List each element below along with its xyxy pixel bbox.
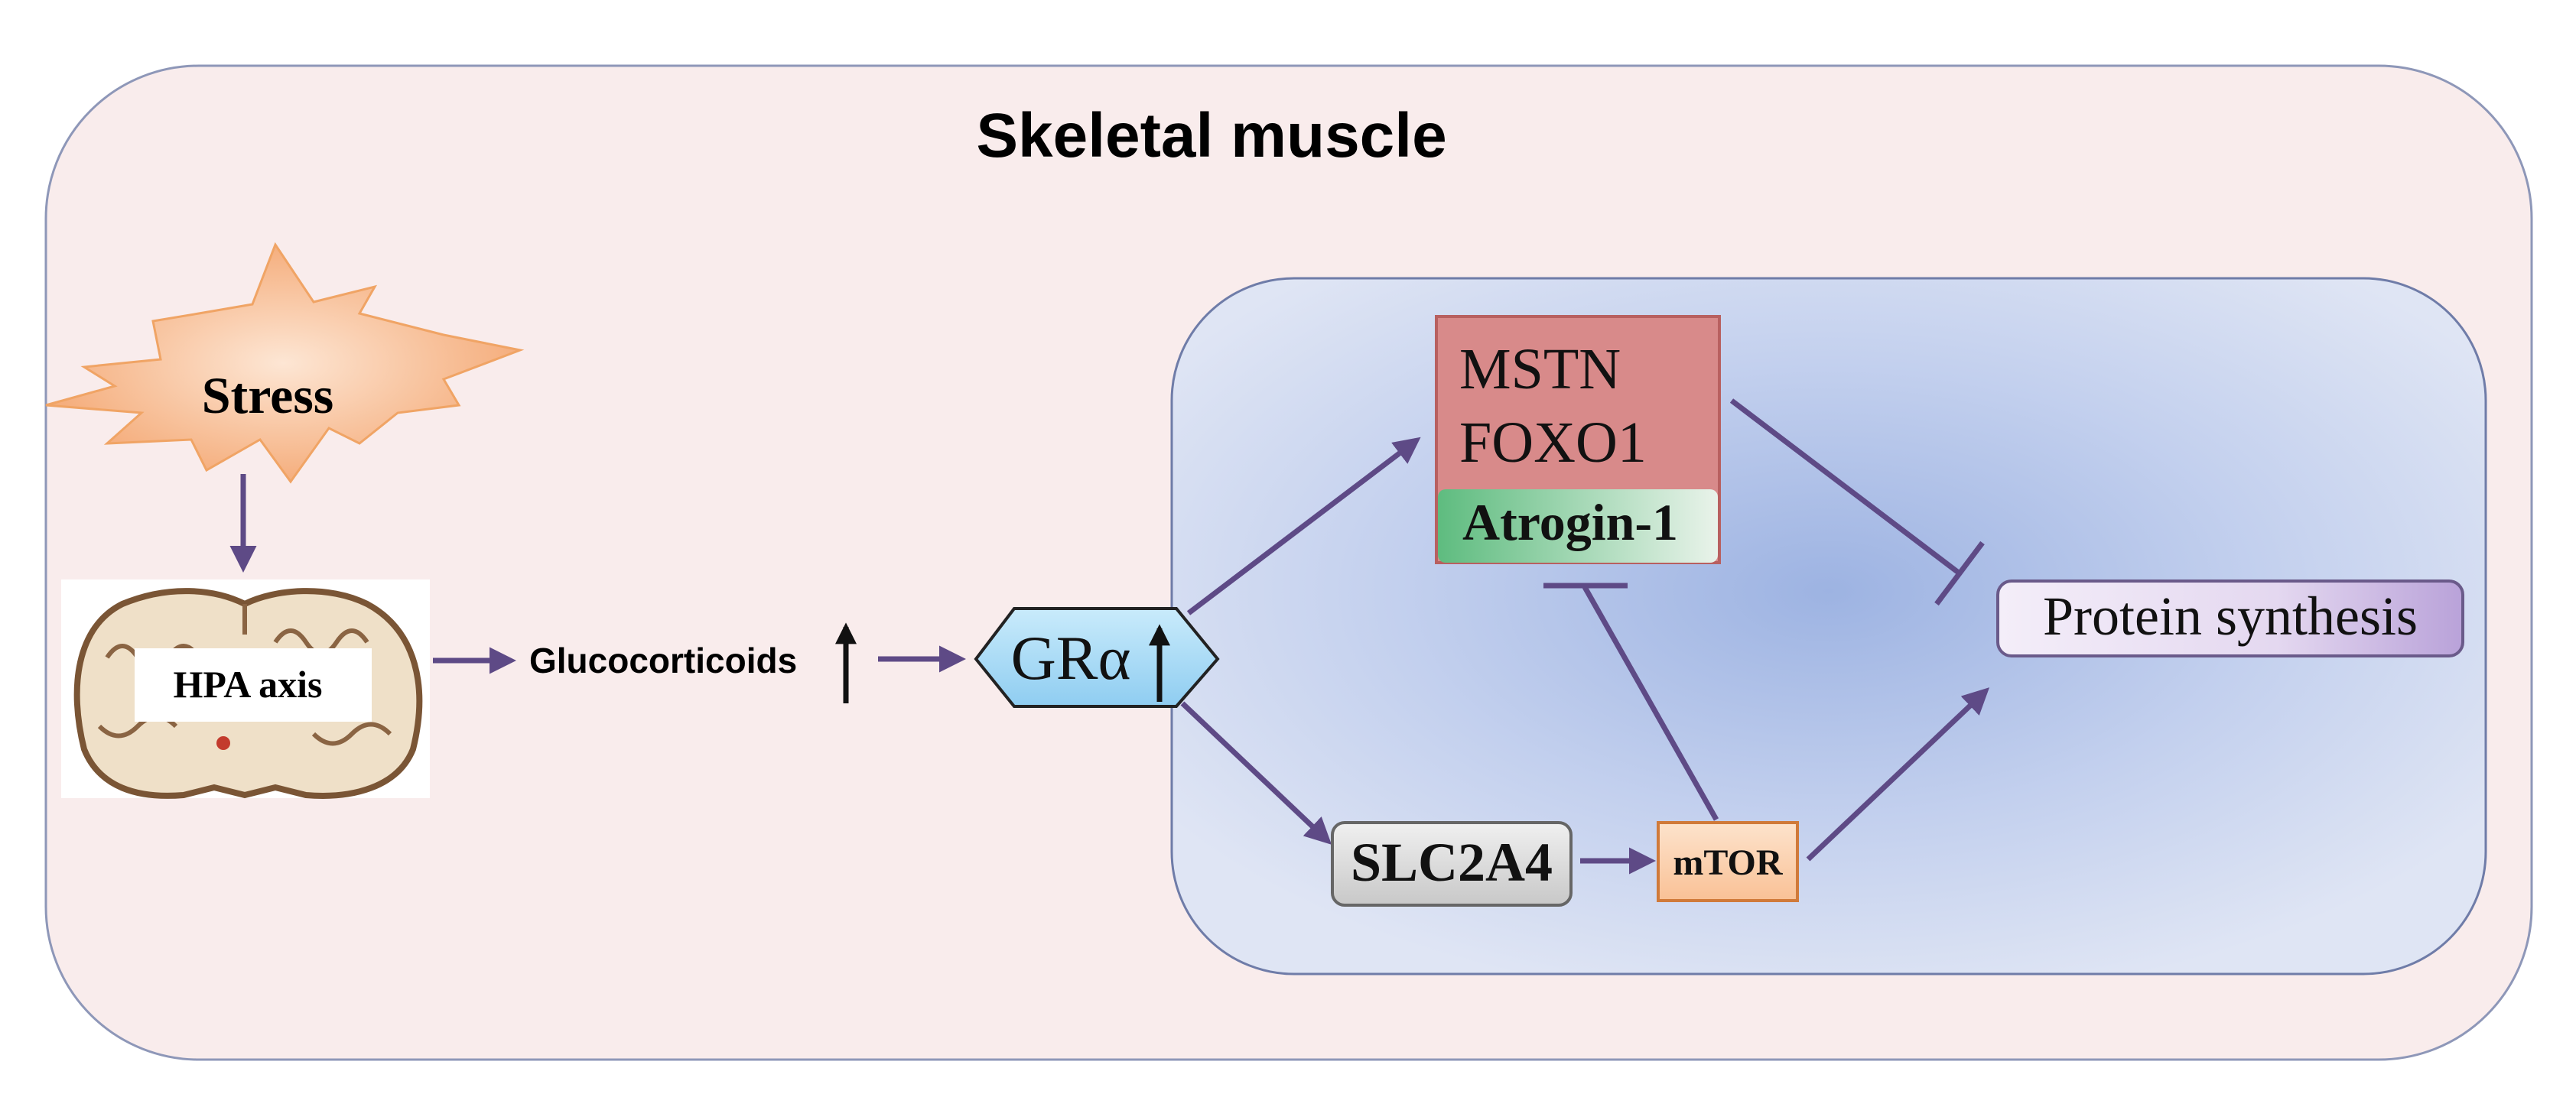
inhibit-mstn-to-protein — [1729, 398, 1962, 576]
diagram-title: Skeletal muscle — [976, 101, 1446, 170]
hpa-label-box — [135, 648, 372, 722]
slc2a4-box — [1331, 821, 1573, 907]
mtor-label: mTOR — [1673, 842, 1783, 883]
protein-synthesis-node: Protein synthesis — [1996, 579, 2464, 657]
mtor-box — [1657, 821, 1799, 902]
atrogin-band — [1438, 489, 1718, 563]
slc2a4-node: SLC2A4 — [1331, 821, 1573, 907]
gr-alpha-node: GRα — [974, 607, 1220, 708]
stress-label: Stress — [202, 366, 334, 424]
mtor-node: mTOR — [1657, 821, 1799, 902]
foxo1-label: FOXO1 — [1459, 411, 1647, 475]
arrow-gr-to-slc2a4 — [1180, 701, 1332, 845]
protein-synthesis-box — [1996, 579, 2464, 657]
brain-section-icon: HPA axis — [61, 579, 430, 799]
arrow-mtor-to-protein — [1806, 687, 1990, 862]
inhibit-bar-protein — [1934, 541, 1985, 606]
protein-synthesis-label: Protein synthesis — [2043, 586, 2418, 647]
stress-burst-shape — [45, 242, 525, 484]
arrow-gr-to-mstn — [1186, 437, 1421, 615]
hpa-axis-label: HPA axis — [174, 663, 323, 706]
mstn-label: MSTN — [1459, 337, 1621, 401]
mstn-foxo1-atrogin-box: MSTN FOXO1 Atrogin-1 — [1435, 315, 1721, 564]
gr-alpha-label: GRα — [1011, 623, 1131, 693]
slc2a4-label: SLC2A4 — [1351, 832, 1553, 893]
glucocorticoids-label: Glucocorticoids — [529, 641, 797, 680]
hypothalamus-dot — [216, 736, 230, 750]
inhibit-mtor-to-atrogin — [1582, 586, 1719, 821]
stress-burst: Stress — [45, 242, 525, 484]
atrogin-label: Atrogin-1 — [1462, 493, 1678, 551]
